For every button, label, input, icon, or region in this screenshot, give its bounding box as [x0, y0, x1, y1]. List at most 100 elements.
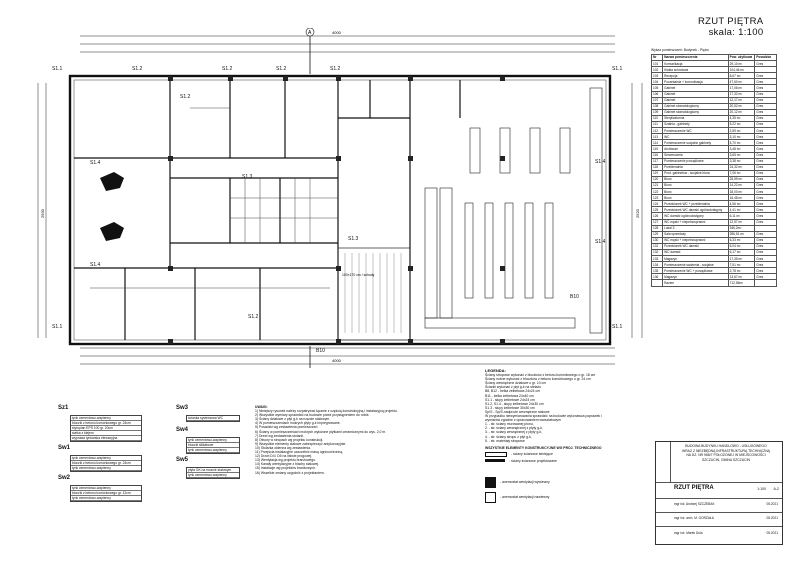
exhaust-diffuser-icon	[485, 476, 496, 488]
legend-line: 4. - str. ściany stropu z płyt g-k,	[485, 434, 532, 439]
table-caption: Wykaz pomieszczeń: Budynek - Piętro	[651, 48, 709, 52]
person-2: mgr inż. arch. M. GORZAŁA	[674, 516, 714, 520]
note-line: 16) Wszelkie zmiany uzgodnić z projektan…	[255, 470, 325, 475]
legend-line: wymiarów zgodnie z opracowaniem warsztat…	[485, 418, 561, 423]
note-line: 8) Otwory w stropach wg projektu konstru…	[255, 437, 324, 442]
drawing-scale: skala: 1:100	[708, 27, 764, 38]
col-label: S1.4	[595, 239, 606, 245]
col-label: S1.4	[90, 262, 101, 268]
note-line: 2) Wszystkie wymiary sprawdzić na budowi…	[255, 413, 370, 418]
table-cell: Razem	[662, 279, 729, 287]
project-description: BUDOWA BUDYNKU HANDLOWO - USŁUGOWEGO WRA…	[682, 444, 770, 462]
col-label: S1.1	[612, 324, 623, 330]
note-line: 3) Ściany działowe z płyt g-k na ruszcie…	[255, 417, 331, 422]
legend-line: B8, B12 - belka żelbetowa 24x24 cm	[485, 389, 541, 394]
table-cell	[754, 279, 777, 287]
floor-plan: A 4000 4000 2930 2520 100×170 cm / schod…	[37, 28, 643, 368]
legend-line: 5. - str. materiały stropowe	[485, 438, 525, 443]
note-line: 7) Drzwi wg zestawienia stolarki.	[255, 433, 304, 438]
layer-title: Sw5	[176, 457, 189, 463]
legend-line: Ściany wewnętrzne działowe o gr. 10 cm	[485, 381, 547, 386]
note-line: 12) Drzwi D4 i D5 na listwie progowej.	[255, 454, 313, 459]
col-label: S1.1	[52, 66, 63, 72]
legend-title: LEGENDA:	[485, 368, 506, 373]
note-line: 1) Niniejszy rysunek należy rozpatrywać …	[255, 409, 398, 414]
legend-line: B11 - belka żelbetowa 24x40 cm	[485, 393, 534, 398]
dim-right: 2520	[635, 208, 640, 218]
col-label: S1.4	[90, 160, 101, 166]
legend-line: Ściany stropowe wykonać z bloczków z bet…	[485, 373, 596, 378]
legend-line: 1. - str. ściany murowanej pionu,	[485, 422, 534, 427]
col-label: S1.3	[348, 236, 359, 242]
notes-title: UWAGI:	[255, 405, 268, 409]
legend-elements-title: WSZYSTKIE ELEMENTY KONSTRUKCYJNE WG PROJ…	[485, 445, 602, 450]
title-block: BUDOWA BUDYNKU HANDLOWO - USŁUGOWEGO WRA…	[655, 441, 783, 545]
note-line: 9) Wszystkie elementy stalowe zabezpiecz…	[255, 441, 347, 446]
sheet-number: A-2	[773, 487, 779, 491]
legend-line: 2. - str. ściany wewnętrznej z płyty g-k…	[485, 426, 543, 431]
dim-top-total: 4000	[332, 30, 342, 35]
table-cell	[650, 279, 664, 287]
date-3: 05.2021	[766, 531, 778, 535]
note-line: 5) Posadzki wg zestawienia pomieszczeń.	[255, 425, 319, 430]
col-label: S1.2	[180, 94, 191, 100]
col-label: S1.2	[330, 66, 341, 72]
col-label: S1.2	[132, 66, 143, 72]
notes: UWAGI: 1) Niniejszy rysunek należy rozpa…	[255, 405, 480, 475]
legend-line: S1.2, S1.4 - słupy żelbetowe 24x30 cm	[485, 401, 544, 406]
layer-sw3: ścianka systemowa WC	[186, 415, 240, 423]
person-1: mgr inż. Andrzej SZCZEBAK	[674, 502, 715, 506]
supply-diffuser-icon	[485, 491, 496, 503]
note-line: 15) Instalacje wg projektów branżowych.	[255, 466, 316, 471]
col-label: S1.2	[276, 66, 287, 72]
layer-title: Sw1	[58, 445, 71, 451]
drawing-title-block: RZUT PIĘTRA skala: 1:100	[698, 16, 763, 38]
note-line: 4) W pomieszczeniach mokrych płyty g-k i…	[255, 421, 341, 426]
legend-line: Sp/S - Sp/S-nadproże wewnętrzne stalowe	[485, 409, 550, 414]
drawing-name: RZUT PIĘTRA	[674, 485, 714, 491]
dim-bottom-total: 4000	[332, 358, 342, 363]
legend-line: S1.3 - słupy żelbetowe 30x30 cm	[485, 405, 535, 410]
col-label: B10	[316, 348, 325, 354]
dim-left: 2930	[40, 208, 45, 218]
col-label: S1.2	[222, 66, 233, 72]
layer-title: Sw4	[176, 427, 189, 433]
layer-title: Sw3	[176, 405, 189, 411]
col-label: S1.4	[595, 159, 606, 165]
date-1: 05.2021	[766, 502, 778, 506]
section-mark-top: A	[308, 30, 312, 36]
col-label: S1.1	[52, 324, 63, 330]
title-scale: 1:100	[757, 487, 766, 491]
note-line: 11) Przejścia instalacyjne uszczelnić ma…	[255, 450, 344, 455]
note-line: 10) Stolarka okienna wg zestawienia.	[255, 445, 311, 450]
note-line: 14) Kanały wentylacyjne z blachy stalowe…	[255, 462, 320, 467]
legend-line: Ściany nośne wykonać z bloczków z betonu…	[485, 377, 591, 382]
legend-line: Ścianki wykonać z płyt g-k na stelażu	[485, 385, 541, 390]
col-label: S1.2	[248, 314, 259, 320]
table-cell: 712,56m²	[727, 279, 756, 287]
legend-line: 3. - str. ściany zewnętrznej z płyty g-k…	[485, 430, 543, 435]
col-label: S1.3	[242, 174, 253, 180]
stair-label: 100×170 cm / schody	[342, 273, 375, 277]
person-3: mgr inż. Marek Dula	[674, 531, 703, 535]
col-label: B10	[570, 294, 579, 300]
new-wall-swatch-icon	[485, 459, 505, 463]
col-label: S1.1	[612, 66, 623, 72]
layer-title: Sz1	[58, 405, 69, 411]
legend-line: S1.1 - słupy żelbetowe 24x24 cm	[485, 397, 535, 402]
legend: LEGENDA: Ściany stropowe wykonać z blocz…	[485, 368, 650, 503]
drawing-title: RZUT PIĘTRA	[698, 16, 764, 27]
note-line: 13) Wentylacja wg projektu branżowego.	[255, 458, 317, 463]
date-2: 05.2021	[766, 516, 778, 520]
